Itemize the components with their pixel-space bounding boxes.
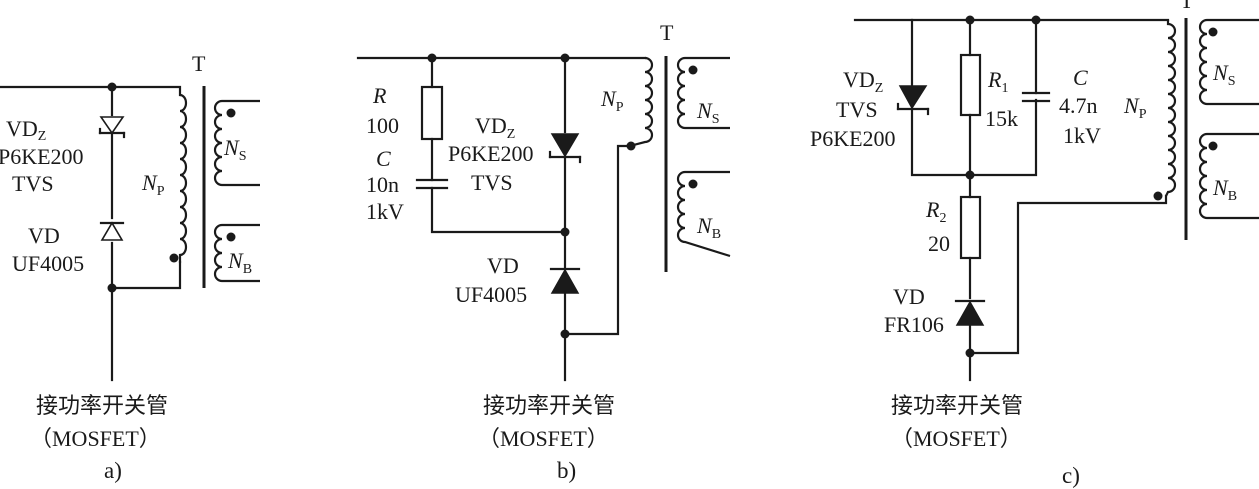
caption-c: c) [1062, 463, 1080, 488]
capacitor-c-c [1021, 91, 1051, 103]
vd-label: VD [893, 284, 925, 309]
diode-vd-c [954, 299, 986, 326]
np-label: NP [1123, 93, 1147, 122]
tvs-label: TVS [471, 170, 513, 195]
vd-part-label: UF4005 [455, 282, 527, 307]
switch-label-line1: 接功率开关管 [483, 394, 615, 419]
secondary-coil-ns-a [213, 99, 260, 187]
resistor-r1-c [959, 53, 982, 117]
bias-coil-nb-a [213, 223, 260, 283]
ns-label: NS [1212, 60, 1235, 89]
caption-b: b) [557, 458, 576, 483]
nb-label: NB [1212, 175, 1237, 204]
tvs-label: TVS [836, 97, 878, 122]
switch-label-line2: （MOSFET） [30, 426, 161, 451]
junction-dot [427, 53, 437, 63]
c-value: 4.7n [1059, 93, 1098, 118]
tvs-label: TVS [12, 171, 54, 196]
junction-dot [560, 329, 570, 339]
vd-part-label: FR106 [884, 312, 944, 337]
transformer-label: T [192, 51, 206, 76]
ns-label: NS [223, 135, 246, 164]
np-label: NP [141, 170, 165, 199]
resistor-r2-c [959, 195, 982, 260]
primary-coil-a [179, 93, 188, 257]
c-label: C [1073, 65, 1088, 90]
transformer-label: T [1180, 0, 1194, 13]
r1-label: R1 [987, 67, 1008, 96]
capacitor-c-b [415, 178, 449, 190]
junction-dot [965, 15, 975, 25]
polarity-dot [1208, 141, 1218, 151]
vdz-label: VDZ [843, 67, 883, 96]
vd-label: VD [28, 223, 60, 248]
nb-label: NB [696, 213, 721, 242]
junction-dot [560, 53, 570, 63]
diode-vd-a [99, 221, 125, 241]
junction-dot [965, 170, 975, 180]
junction-dot [965, 348, 975, 358]
polarity-dot [626, 141, 636, 151]
switch-label-line1: 接功率开关管 [36, 394, 168, 419]
polarity-dot [1153, 191, 1163, 201]
circuit-c: T VDZ TVS P6KE200 R1 15k C 4.7n 1kV NP N… [810, 0, 1259, 488]
polarity-dot [226, 232, 236, 242]
junction-dot [107, 82, 117, 92]
circuit-a: T VDZ P6KE200 TVS VD UF4005 NP NS NB 接功率… [0, 51, 260, 483]
caption-a: a) [104, 458, 122, 483]
resistor-r-b [420, 85, 444, 141]
tvs-part-label: P6KE200 [810, 126, 896, 151]
tvs-part-label: P6KE200 [448, 141, 534, 166]
c-rating: 1kV [1063, 123, 1101, 148]
r2-label: R2 [925, 197, 946, 226]
c-label: C [376, 146, 391, 171]
r-value: 100 [366, 113, 399, 138]
vd-part-label: UF4005 [12, 251, 84, 276]
vdz-label: VDZ [6, 116, 46, 144]
polarity-dot [169, 253, 179, 263]
tvs-part-label: P6KE200 [0, 144, 84, 169]
nb-label: NB [227, 248, 252, 277]
bias-coil-nb-b [676, 170, 731, 258]
polarity-dot [226, 108, 236, 118]
vd-label: VD [487, 253, 519, 278]
switch-label-line2: （MOSFET） [891, 426, 1022, 451]
switch-label-line2: （MOSFET） [478, 426, 609, 451]
secondary-coil-ns-b [676, 56, 730, 130]
switch-label-line1: 接功率开关管 [891, 394, 1023, 419]
polarity-dot [688, 65, 698, 75]
primary-coil-c [1165, 20, 1177, 197]
diode-vd-b [549, 267, 581, 294]
bias-coil-nb-c [1198, 132, 1259, 220]
c-rating: 1kV [366, 199, 404, 224]
primary-coil-b [629, 56, 654, 148]
circuit-b: T R 100 C 10n 1kV VDZ P6KE200 TVS VD UF4… [356, 20, 731, 483]
junction-dot [1031, 15, 1041, 25]
ns-label: NS [696, 98, 719, 127]
junction-dot [560, 227, 570, 237]
vdz-label: VDZ [475, 113, 515, 142]
transformer-label: T [660, 20, 674, 45]
tvs-diode-a [98, 116, 126, 139]
r2-value: 20 [928, 231, 950, 256]
r1-value: 15k [985, 106, 1018, 131]
junction-dot [107, 283, 117, 293]
np-label: NP [600, 86, 624, 115]
r-label: R [372, 83, 387, 108]
polarity-dot [688, 179, 698, 189]
polarity-dot [1208, 27, 1218, 37]
c-value: 10n [366, 172, 399, 197]
secondary-coil-ns-c [1198, 18, 1259, 106]
